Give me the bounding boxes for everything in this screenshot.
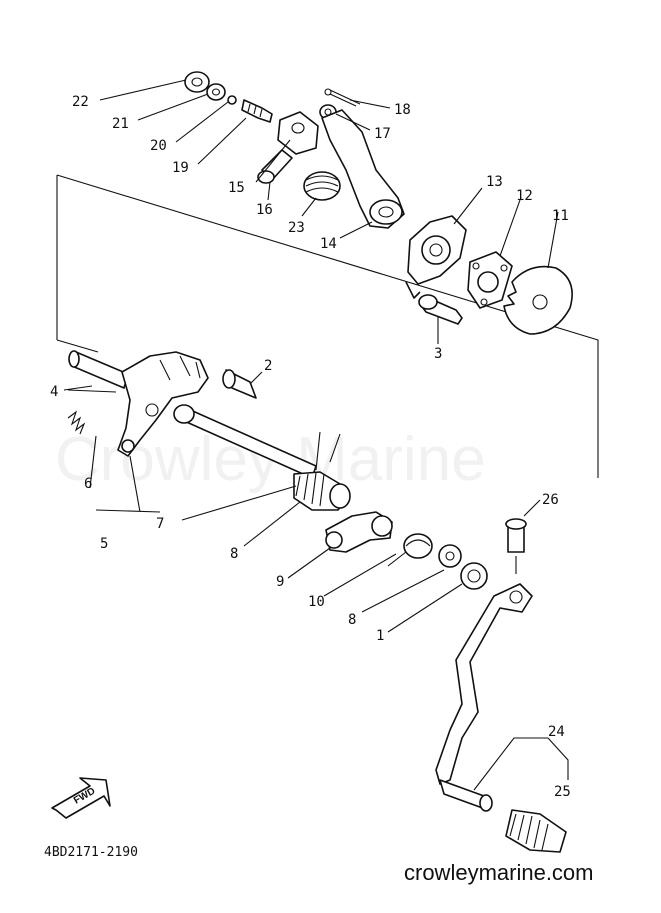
spring-part-23 — [303, 171, 341, 201]
pin-part-16 — [257, 149, 293, 184]
lever-arm-part-9 — [325, 511, 393, 553]
callout-4: 4 — [50, 384, 58, 400]
washer-part-20 — [227, 95, 237, 105]
shift-pedal-part-24 — [435, 583, 533, 812]
spring-part-6 — [67, 410, 86, 435]
callout-20: 20 — [150, 138, 167, 154]
washer-part-8b — [438, 544, 462, 568]
callout-13: 13 — [486, 174, 503, 190]
shift-arm-part-4 — [68, 350, 209, 457]
pin-part-2 — [222, 369, 257, 399]
callout-26: 26 — [542, 492, 559, 508]
callout-24: 24 — [548, 724, 565, 740]
callout-11: 11 — [552, 208, 569, 224]
cam-plate-part-13 — [405, 215, 467, 299]
plate-part-12 — [467, 251, 513, 309]
pedal-rubber-part-25 — [505, 809, 567, 853]
stud-part-3 — [418, 294, 463, 325]
washer-part-21 — [206, 83, 226, 101]
callout-16: 16 — [256, 202, 273, 218]
callout-23: 23 — [288, 220, 305, 236]
nut-part-22 — [184, 71, 210, 93]
callout-19: 19 — [172, 160, 189, 176]
callout-10: 10 — [308, 594, 325, 610]
bolt-part-26 — [505, 518, 527, 553]
callout-3: 3 — [434, 346, 442, 362]
callout-17: 17 — [374, 126, 391, 142]
callout-15: 15 — [228, 180, 245, 196]
callout-21: 21 — [112, 116, 129, 132]
spline-collar-part-8 — [293, 431, 351, 511]
fwd-arrow-icon: FWD — [51, 777, 111, 819]
callout-18: 18 — [394, 102, 411, 118]
callout-9: 9 — [276, 574, 284, 590]
callout-1: 1 — [376, 628, 384, 644]
callout-2: 2 — [264, 358, 272, 374]
disc-part-11 — [503, 265, 573, 335]
spring-part-10 — [387, 533, 433, 567]
cotter-pin-part-18 — [324, 88, 361, 107]
joint-part-15 — [277, 111, 319, 155]
link-part-5 — [121, 439, 135, 453]
website-link[interactable]: crowleymarine.com — [404, 860, 594, 885]
callout-8: 8 — [230, 546, 238, 562]
callout-22: 22 — [72, 94, 89, 110]
callout-5: 5 — [100, 536, 108, 552]
callout-25: 25 — [554, 784, 571, 800]
bushing-part-1 — [460, 562, 488, 590]
callout-14: 14 — [320, 236, 337, 252]
callout-12: 12 — [516, 188, 533, 204]
lever-part-14 — [321, 109, 405, 229]
bolt-part-19 — [241, 99, 273, 123]
diagram-code: 4BD2171-2190 — [44, 845, 138, 860]
leader-lines — [63, 79, 569, 791]
callout-6: 6 — [84, 476, 92, 492]
assembly-frame — [56, 174, 599, 478]
callout-8b: 8 — [348, 612, 356, 628]
callout-7: 7 — [156, 516, 164, 532]
